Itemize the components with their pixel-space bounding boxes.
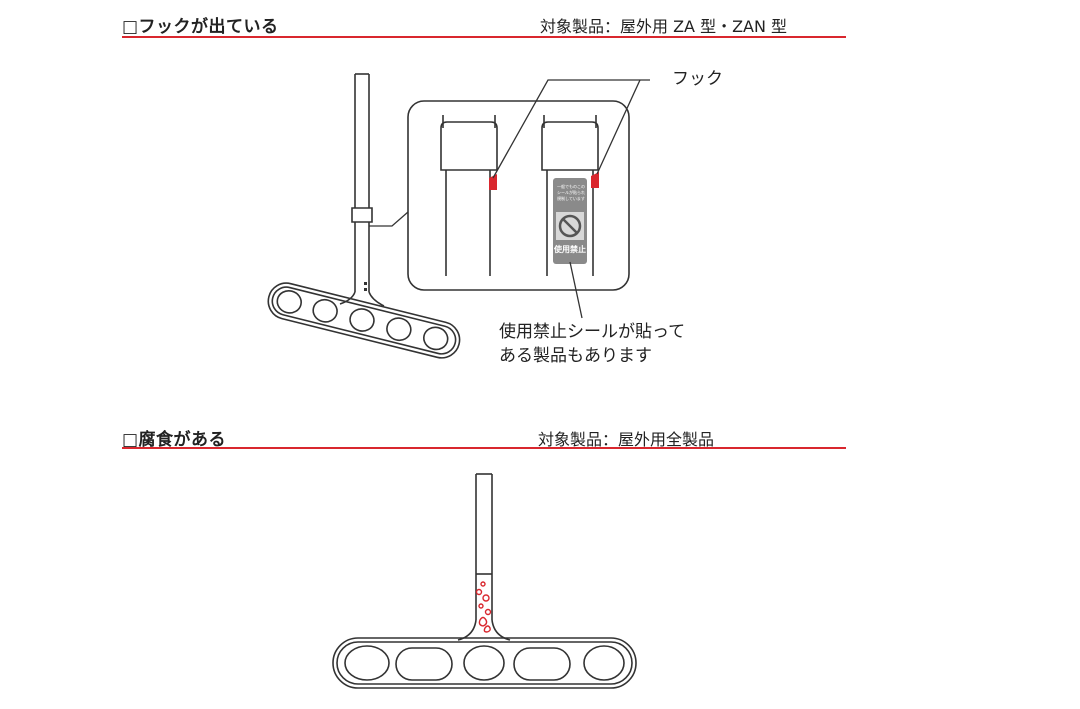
seal-note-line1: 使用禁止シールが貼って [499, 322, 686, 342]
seal-note-line2: ある製品もあります [499, 346, 652, 366]
section1-divider [122, 36, 846, 38]
seal-text-line: 規制しています [557, 196, 585, 201]
section1-products: 対象製品：屋外用 ZA 型・ZAN 型 [540, 17, 788, 36]
seal-text: 一般でものこの シールが貼られ 規制しています [555, 184, 587, 202]
hook-label: フック [672, 69, 723, 89]
prohibited-icon [558, 214, 582, 238]
section2-title: □腐食がある [122, 430, 227, 450]
seal-text-line: 一般でものこの [557, 184, 585, 189]
section1-title: □フックが出ている [122, 17, 279, 37]
seal-caption: 使用禁止 [554, 245, 586, 254]
corrosion-marks [475, 581, 492, 633]
section2-products: 対象製品：屋外用全製品 [538, 430, 715, 449]
seal-text-line: シールが貼られ [557, 190, 585, 195]
section2-divider [122, 447, 846, 449]
